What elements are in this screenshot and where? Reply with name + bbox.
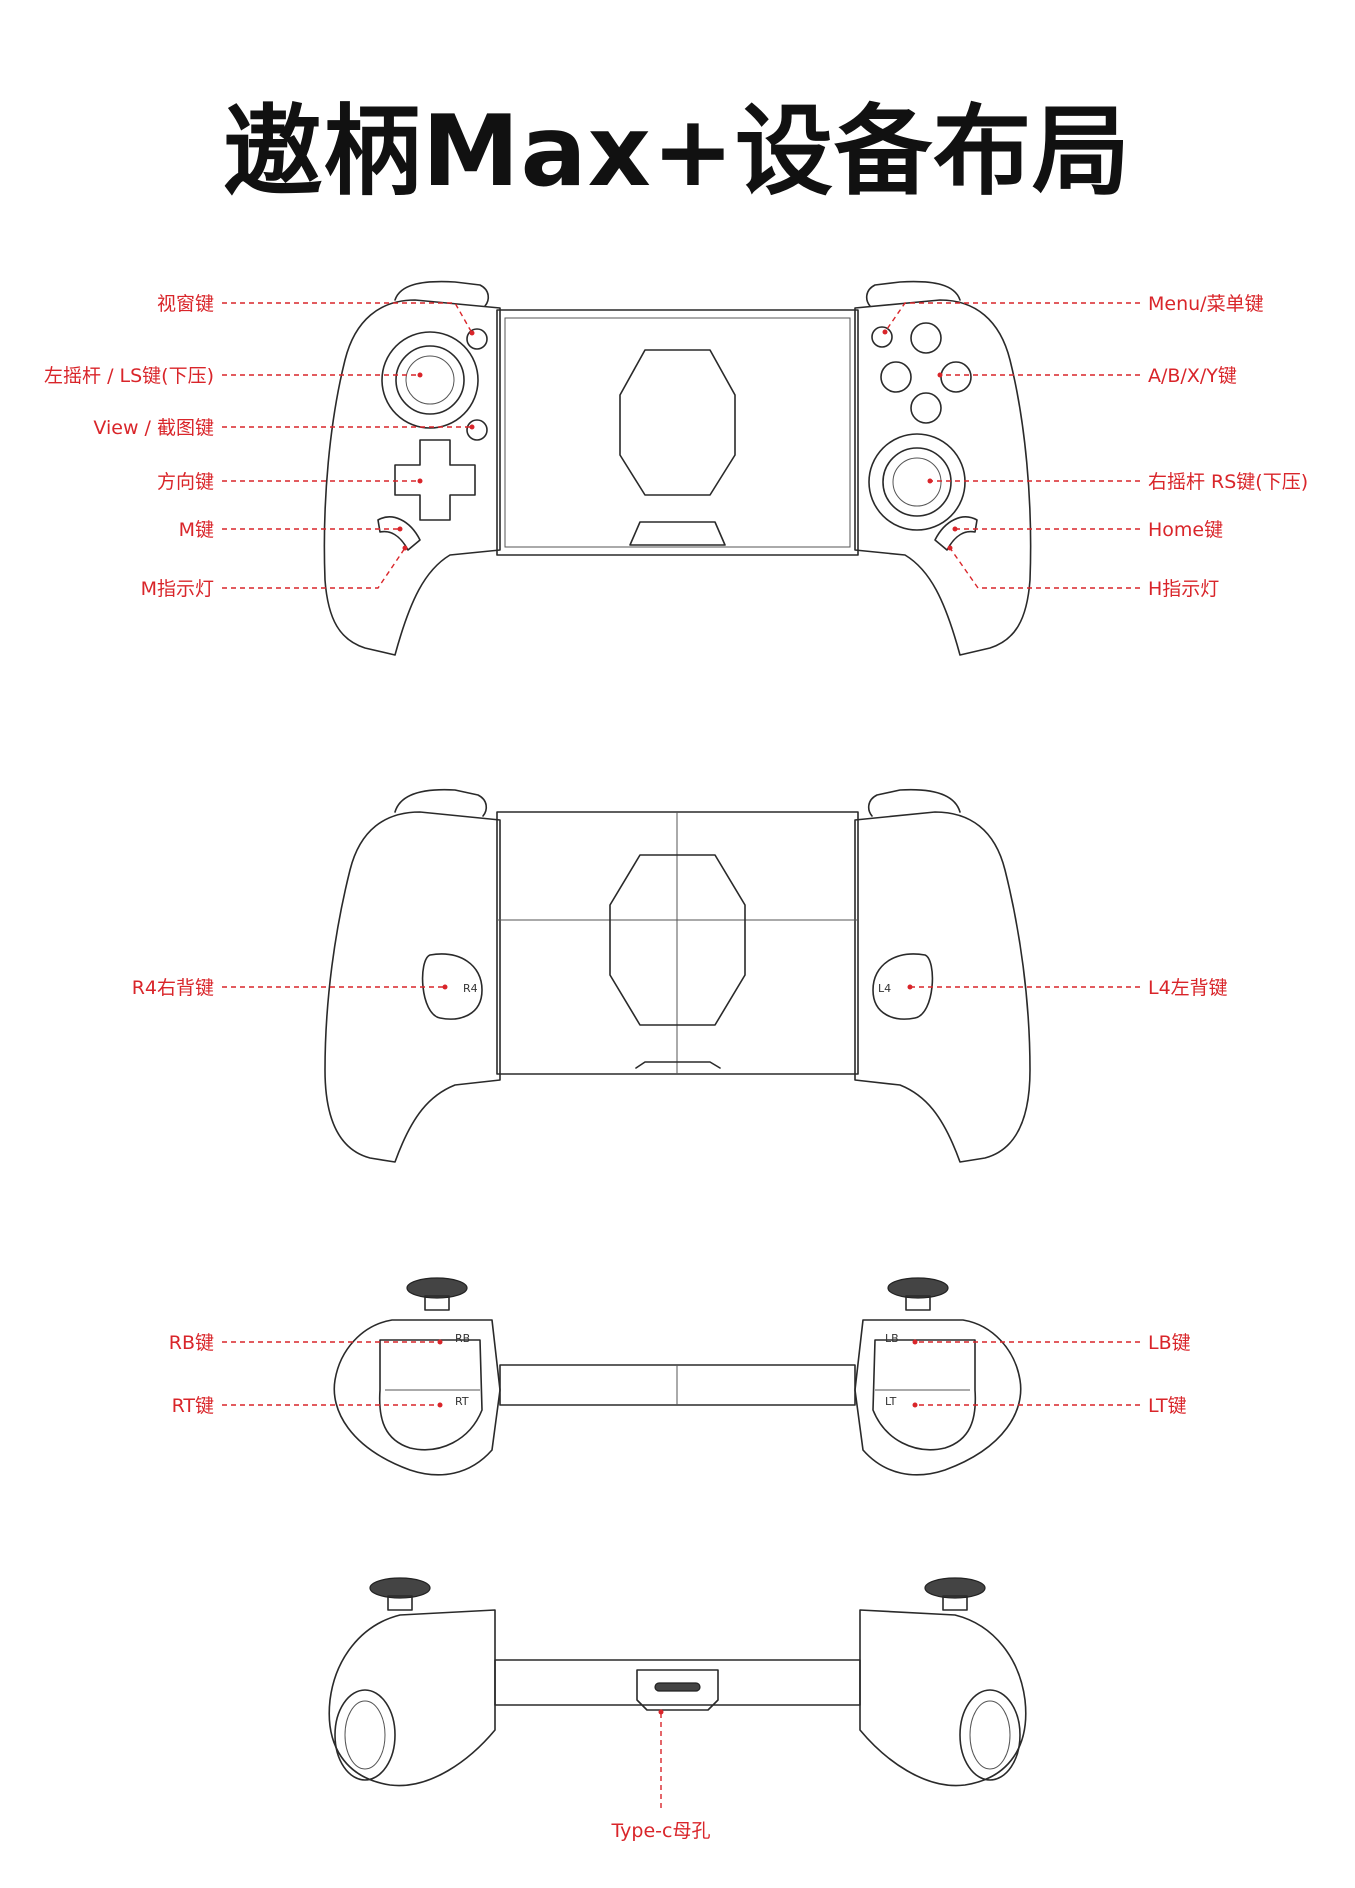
top-left-label-2-dot [437,1402,443,1408]
back-left-label-1: R4右背键 [132,977,214,999]
front-right-label-5-dot [947,545,953,551]
top-left-label-1-dot [437,1339,443,1345]
front-left-label-5-dot [397,526,403,532]
front-right-label-5: H指示灯 [1148,578,1219,600]
front-left-label-1: 视窗键 [157,293,214,315]
front-left-label-2: 左摇杆 / LS键(下压) [44,365,214,387]
front-left-label-4-dot [417,478,423,484]
front-left-label-6-dot [402,545,408,551]
front-left-label-6: M指示灯 [141,578,214,600]
top-left-label-2: RT键 [172,1395,214,1417]
front-left-label-1-leader [222,302,473,334]
front-left-label-3: View / 截图键 [93,417,214,439]
top-right-label-2-dot [912,1402,918,1408]
top-right-label-2: LT键 [1148,1395,1187,1417]
front-right-label-1-dot [882,329,888,335]
back-right-label-1: L4左背键 [1148,977,1228,999]
bottom-center-label-1: Type-c母孔 [611,1820,711,1842]
trigger-tag-rt: RT [455,1395,469,1408]
paddle-tag-l4: L4 [878,982,891,995]
front-left-label-6-leader [222,547,406,589]
front-left-label-5: M键 [179,519,214,541]
back-right-label-1-dot [907,984,913,990]
top-view: RB RT LB LT [333,1277,1022,1476]
trigger-tag-lt: LT [885,1395,897,1408]
top-left-label-1: RB键 [169,1332,214,1354]
front-right-label-3: 右摇杆 RS键(下压) [1148,471,1308,493]
page-title: 遨柄Max+设备布局 [224,95,1131,209]
trigger-tag-lb: LB [885,1332,899,1345]
top-right-label-1: LB键 [1148,1332,1191,1354]
front-right-label-5-leader [949,547,1140,589]
back-view: R4 L4 [324,788,1031,1163]
front-right-label-1-leader [884,302,1140,333]
front-right-label-2-dot [937,372,943,378]
trigger-tag-rb: RB [455,1332,470,1345]
front-left-label-2-dot [417,372,423,378]
front-right-label-4: Home键 [1148,519,1223,541]
front-left-label-4: 方向键 [157,471,214,493]
back-left-label-1-dot [442,984,448,990]
bottom-view [328,1577,1027,1787]
front-left-label-3-dot [469,424,475,430]
front-right-label-4-dot [952,526,958,532]
front-left-label-1-dot [469,330,475,336]
front-view [323,280,1032,656]
front-right-label-1: Menu/菜单键 [1148,293,1264,315]
front-right-label-2: A/B/X/Y键 [1148,365,1237,387]
top-right-label-1-dot [912,1339,918,1345]
paddle-tag-r4: R4 [463,982,478,995]
bottom-center-label-1-dot [658,1709,664,1715]
front-right-label-3-dot [927,478,933,484]
